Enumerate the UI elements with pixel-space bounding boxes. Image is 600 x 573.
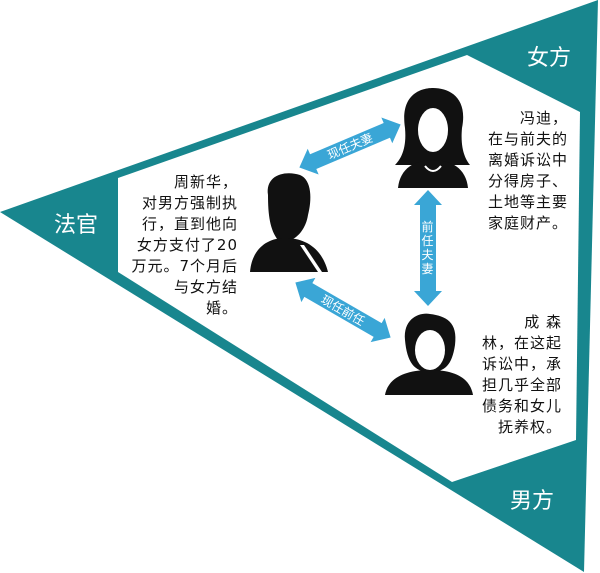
- judge-description: 周新华， 对男方强制执 行，直到他向 女方支付了20 万元。7个月后 与女方结 …: [131, 172, 238, 319]
- text-line: 与女方结: [173, 278, 238, 296]
- corner-label-man: 男方: [510, 489, 555, 514]
- text-line: 女方支付了20: [136, 236, 238, 254]
- man-silhouette-icon: [385, 313, 473, 395]
- arrow-current-former: [295, 277, 391, 343]
- text-line: 债务和女儿: [481, 397, 562, 415]
- corner-label-woman: 女方: [527, 46, 572, 71]
- corner-label-judge: 法官: [54, 213, 99, 238]
- woman-silhouette-icon: [395, 88, 470, 188]
- text-line: 担几乎全部: [481, 376, 562, 394]
- text-line: 婚。: [205, 299, 238, 317]
- text-line: 行，直到他向: [141, 215, 238, 233]
- text-line: 万元。7个月后: [131, 257, 238, 275]
- text-line: 冯迪，: [519, 109, 568, 127]
- text-line: 诉讼中，承: [481, 355, 562, 373]
- text-line: 家庭财产。: [487, 214, 568, 232]
- text-line: 分得房子、: [487, 172, 568, 190]
- arrow-former-couple: [414, 190, 442, 306]
- text-line: 抚养权。: [497, 418, 562, 436]
- text-line: 周新华，: [173, 173, 238, 191]
- woman-description: 冯迪， 在与前夫的 离婚诉讼中 分得房子、 土地等主要 家庭财产。: [488, 108, 568, 234]
- text-line: 土地等主要: [487, 193, 568, 211]
- text-line: 对男方强制执: [141, 194, 238, 212]
- text-line: 在与前夫的: [487, 130, 568, 148]
- judge-silhouette-icon: [250, 173, 328, 272]
- arrow-current-couple: [299, 117, 401, 175]
- text-line: 林，在这起: [481, 334, 562, 352]
- text-line: 成 森: [524, 313, 562, 331]
- man-description: 成 森 林，在这起 诉讼中，承 担几乎全部 债务和女儿 抚养权。: [482, 312, 562, 438]
- relation-label-former-couple: 前任夫妻: [421, 220, 434, 276]
- text-line: 离婚诉讼中: [487, 151, 568, 169]
